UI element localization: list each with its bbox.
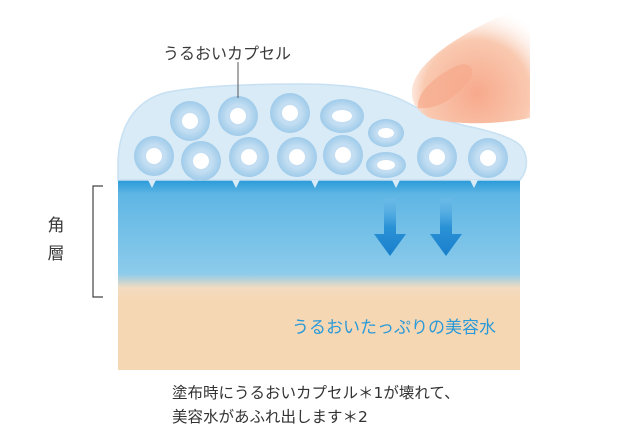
stratum-corneum-layer (118, 180, 520, 300)
stratum-bracket (92, 185, 103, 298)
capsule (323, 135, 363, 175)
capsule (277, 137, 317, 177)
capsule (134, 136, 174, 176)
capsule-layer-notches (148, 180, 478, 188)
capsule (170, 101, 210, 141)
stratum-label-char: 角 (47, 216, 65, 236)
moisture-water-label: うるおいたっぷりの美容水 (292, 318, 496, 338)
caption-line: 美容水があふれ出します＊2 (172, 408, 368, 426)
stratum-label-char: 層 (47, 244, 65, 264)
capsule (468, 138, 508, 178)
capsule (320, 99, 364, 133)
capsule (368, 119, 404, 147)
capsule (366, 152, 406, 178)
finger-icon (411, 4, 530, 124)
capsule (417, 137, 457, 177)
capsule (181, 141, 221, 181)
capsule-label: うるおいカプセル (163, 44, 292, 63)
down-arrow-icon (430, 198, 462, 256)
capsule (270, 93, 310, 133)
caption-line: 塗布時にうるおいカプセル＊1が壊れて、 (172, 384, 460, 402)
caption: 塗布時にうるおいカプセル＊1が壊れて、 美容水があふれ出します＊2 (172, 381, 460, 429)
capsule (218, 96, 258, 136)
down-arrow-icon (374, 198, 406, 256)
stratum-corneum-label: 角 層 (46, 212, 66, 268)
capsule (229, 137, 269, 177)
